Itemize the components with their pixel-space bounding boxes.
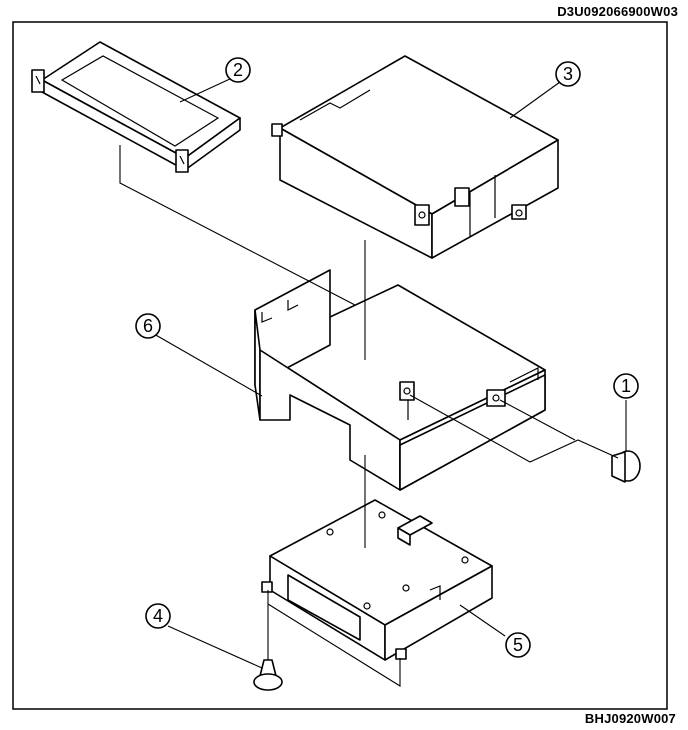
callout-5-label: 5 [513,635,523,655]
lower-module-part [261,499,493,661]
diagram-frame [12,21,668,710]
callout-3-label: 3 [563,64,573,84]
upper-module-part [271,55,559,259]
assembly-guide-lines [119,145,619,687]
callout-leader-lines [153,77,627,669]
clip-part-left [253,659,283,691]
screw-part-right [611,450,641,483]
callout-1: 1 [613,373,639,399]
callout-4: 4 [145,603,171,629]
reference-code-bottom: BHJ0920W007 [584,711,676,726]
callout-4-label: 4 [153,606,163,626]
callout-2: 2 [225,57,251,83]
callout-5: 5 [505,632,531,658]
callout-6: 6 [135,313,161,339]
callout-3: 3 [555,61,581,87]
callout-1-label: 1 [621,376,631,396]
callout-2-label: 2 [233,60,243,80]
reference-code-top: D3U092066900W03 [557,4,678,19]
callout-6-label: 6 [143,316,153,336]
mounting-bracket-part [254,269,546,491]
cover-plate-part [31,41,241,173]
